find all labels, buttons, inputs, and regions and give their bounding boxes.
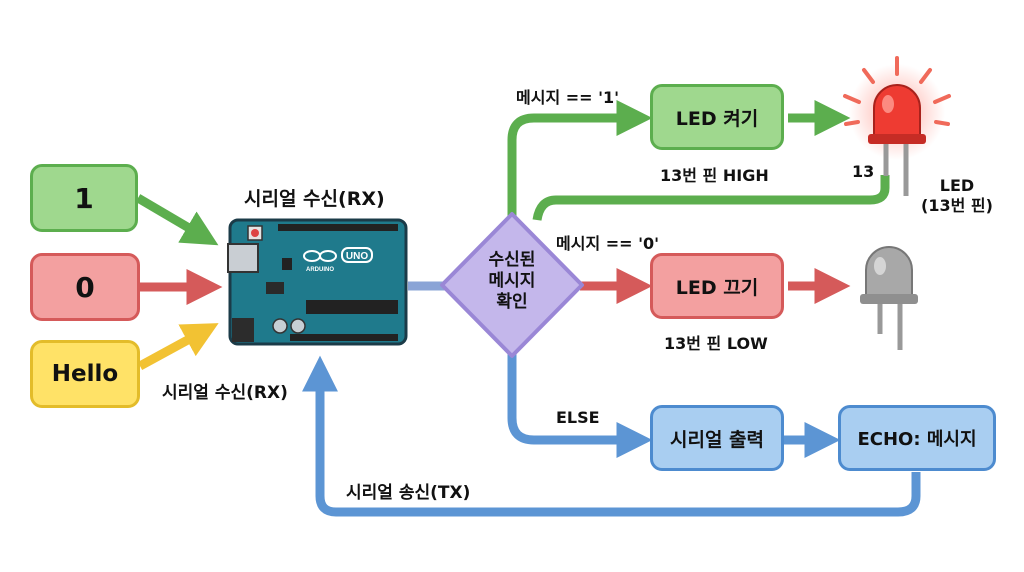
input-box-one: 1 xyxy=(30,164,138,232)
echo-box: ECHO: 메시지 xyxy=(838,405,996,471)
tx-label: 시리얼 송신(TX) xyxy=(346,483,471,503)
input-zero-label: 0 xyxy=(75,270,95,304)
decision-line-1: 수신된 xyxy=(488,250,536,270)
condition-else-label: ELSE xyxy=(556,408,600,427)
decision-line-3: 확인 xyxy=(496,292,528,312)
input-box-zero: 0 xyxy=(30,253,140,321)
echo-label: ECHO: 메시지 xyxy=(857,429,977,450)
arrow-branch-one xyxy=(507,100,653,220)
rx-label: 시리얼 수신(RX) xyxy=(162,383,288,403)
serial-out-box: 시리얼 출력 xyxy=(650,405,784,471)
led-on-box: LED 켜기 xyxy=(650,84,784,150)
led-on-label: LED 켜기 xyxy=(675,107,759,130)
led-feedback-line xyxy=(532,175,890,221)
led-off-box: LED 끄기 xyxy=(650,253,784,319)
arrow-hello-to-board xyxy=(137,323,219,370)
led-off-icon xyxy=(860,246,918,350)
led-on-note: 13번 핀 HIGH xyxy=(660,166,769,185)
condition-zero-label: 메시지 == '0' xyxy=(556,234,660,253)
led-off-label: LED 끄기 xyxy=(675,276,759,299)
decision-text: 수신된 메시지 확인 xyxy=(462,250,562,313)
board-title: 시리얼 수신(RX) xyxy=(244,188,385,210)
input-one-label: 1 xyxy=(74,181,94,215)
input-hello-label: Hello xyxy=(51,361,119,387)
serial-out-label: 시리얼 출력 xyxy=(669,428,764,451)
arrow-branch-else xyxy=(507,352,653,458)
condition-one-label: 메시지 == '1' xyxy=(516,88,620,107)
board-brand-text: ARDUINO xyxy=(306,267,334,273)
arduino-board-icon: UNO ARDUINO xyxy=(227,218,408,346)
led-label-line-1: LED xyxy=(939,176,975,195)
led-label-line-2: (13번 핀) xyxy=(921,196,993,215)
led-on-icon xyxy=(843,56,951,196)
arrow-one-to-board xyxy=(135,194,219,246)
board-logo-text: UNO xyxy=(346,251,368,262)
arrow-tx-return xyxy=(302,355,921,517)
led-off-note: 13번 핀 LOW xyxy=(664,334,768,353)
decision-diamond xyxy=(440,212,584,358)
led-pin-number: 13 xyxy=(852,162,875,181)
decision-line-2: 메시지 xyxy=(488,271,536,291)
input-box-hello: Hello xyxy=(30,340,140,408)
led-label: LED (13번 핀) xyxy=(912,176,1002,216)
